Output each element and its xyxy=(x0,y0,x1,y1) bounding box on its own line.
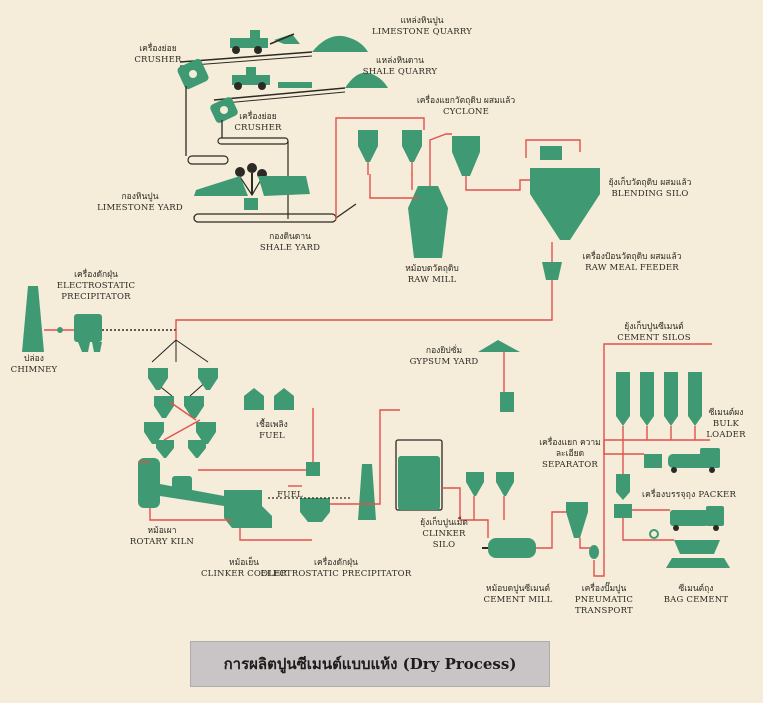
fuel-2-label: FUEL xyxy=(277,490,303,500)
packer-label: เครื่องบรรจุถุง PACKER xyxy=(642,490,737,500)
limestone-quarry-icon xyxy=(230,30,368,54)
clinker-cooler-icon xyxy=(224,490,272,528)
page-title: การผลิตปูนซีเมนต์แบบแห้ง (Dry Process) xyxy=(223,655,517,673)
electrostatic-precipitator-1-icon xyxy=(44,314,176,352)
yard-conveyor xyxy=(193,203,357,223)
gypsum-yard-icon xyxy=(478,340,520,412)
packer-icon xyxy=(614,474,632,518)
preheater-tower xyxy=(144,339,218,458)
bulk-loader-icon xyxy=(644,448,720,473)
cement-silos-label: ยุ้งเก็บปูนซีเมนต์CEMENT SILOS xyxy=(617,322,691,343)
raw-flow-lines xyxy=(175,117,581,330)
separator-icon xyxy=(566,502,599,559)
fuel-icon xyxy=(244,388,320,476)
blending-silo-icon xyxy=(530,146,600,240)
electrostatic-precipitator-2-icon xyxy=(300,498,330,522)
bag-cement-icons xyxy=(649,506,730,568)
raw-mill-icon xyxy=(408,186,448,258)
caption-box: การผลิตปูนซีเมนต์แบบแห้ง (Dry Process) xyxy=(190,641,550,687)
raw-hoppers xyxy=(358,130,422,162)
chimney-icon xyxy=(22,286,44,352)
clinker-silo-icon xyxy=(395,439,514,511)
rotary-kiln-icon xyxy=(138,458,224,508)
kiln-chimney-icon xyxy=(358,464,376,520)
cyclone-icon xyxy=(452,136,480,176)
crusher-icon-1 xyxy=(177,58,209,156)
cement-silos-icon xyxy=(616,372,702,426)
cement-mill-label: หม้อบดปูนซีเมนต์CEMENT MILL xyxy=(483,584,553,605)
shale-quarry-icon xyxy=(232,67,388,90)
crusher-icon-2 xyxy=(210,97,238,138)
raw-meal-feeder-icon xyxy=(542,262,562,280)
stockpiles xyxy=(194,176,310,210)
kiln-flow-lines xyxy=(138,330,400,541)
cement-mill-icon xyxy=(482,538,536,558)
cement-flow-lines xyxy=(442,343,712,577)
